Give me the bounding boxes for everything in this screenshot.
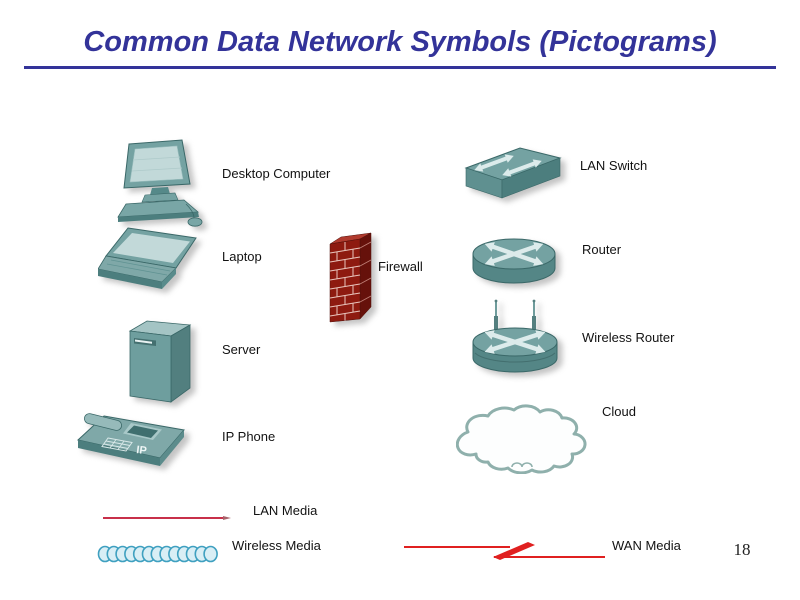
lan-media-label: LAN Media <box>253 503 318 518</box>
wireless-media-label: Wireless Media <box>232 538 321 553</box>
wireless-media-icon <box>97 545 219 563</box>
lan-media-icon <box>102 515 232 521</box>
router-icon <box>468 230 562 292</box>
title-underline <box>24 66 776 69</box>
laptop-icon <box>98 226 213 300</box>
ip-phone-icon: IP <box>76 408 194 472</box>
page-number: 18 <box>733 540 751 559</box>
desktop-computer-label: Desktop Computer <box>222 166 331 181</box>
laptop-label: Laptop <box>222 249 262 264</box>
lan-switch-icon <box>460 142 564 206</box>
firewall-label: Firewall <box>378 259 423 274</box>
page-title: Common Data Network Symbols (Pictograms) <box>83 26 717 58</box>
server-icon <box>116 316 201 404</box>
router-label: Router <box>582 242 622 257</box>
desktop-computer-icon <box>112 138 212 230</box>
cloud-icon <box>456 394 590 474</box>
wan-media-label: WAN Media <box>612 538 681 553</box>
wan-media-icon <box>402 541 607 563</box>
cloud-label: Cloud <box>602 404 636 419</box>
firewall-icon <box>324 228 376 324</box>
wireless-router-icon <box>466 298 564 380</box>
ip-phone-label: IP Phone <box>222 429 276 444</box>
server-label: Server <box>222 342 261 357</box>
ip-phone-badge: IP <box>136 444 148 457</box>
wireless-router-label: Wireless Router <box>582 330 675 345</box>
lan-switch-label: LAN Switch <box>580 158 648 173</box>
